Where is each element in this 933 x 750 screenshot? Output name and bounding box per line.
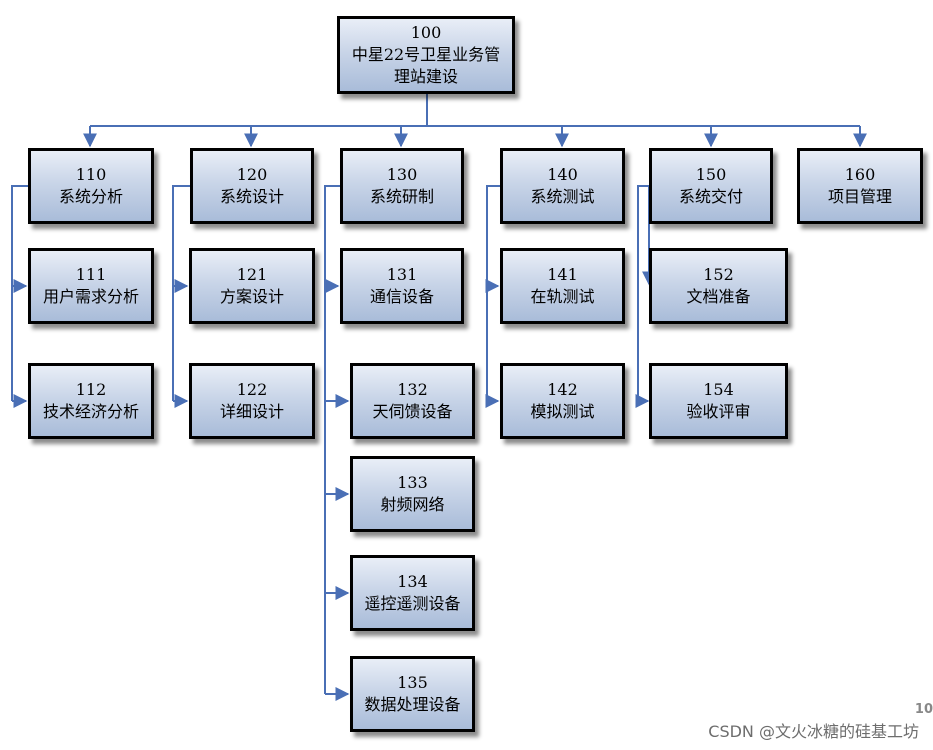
node-121-title: 方案设计	[219, 287, 284, 306]
node-111[interactable]: 111 用户需求分析	[28, 248, 154, 324]
node-141-title: 在轨测试	[530, 287, 595, 306]
node-131[interactable]: 131 通信设备	[340, 248, 464, 324]
node-135[interactable]: 135 数据处理设备	[350, 656, 475, 732]
node-133[interactable]: 133 射频网络	[350, 456, 475, 532]
node-154[interactable]: 154 验收评审	[649, 363, 788, 439]
node-140-code: 140	[547, 165, 578, 184]
node-122[interactable]: 122 详细设计	[189, 363, 315, 439]
node-110-title: 系统分析	[58, 187, 123, 206]
node-100-code: 100	[410, 23, 442, 42]
node-132[interactable]: 132 天伺馈设备	[350, 363, 475, 439]
node-110[interactable]: 110 系统分析	[28, 148, 154, 224]
node-154-code: 154	[703, 380, 734, 399]
node-121[interactable]: 121 方案设计	[189, 248, 315, 324]
node-142-code: 142	[547, 380, 578, 399]
node-160[interactable]: 160 项目管理	[797, 148, 923, 224]
node-152-code: 152	[703, 265, 734, 284]
node-112-code: 112	[75, 380, 107, 399]
node-132-code: 132	[397, 380, 428, 399]
connector-110-spine	[11, 185, 28, 401]
node-142-title: 模拟测试	[530, 402, 595, 421]
node-135-title: 数据处理设备	[364, 695, 461, 714]
page-number: 10	[914, 702, 933, 717]
node-152-title: 文档准备	[686, 287, 751, 306]
connector-140-spine	[486, 185, 500, 401]
node-140[interactable]: 140 系统测试	[500, 148, 625, 224]
node-140-title: 系统测试	[530, 187, 595, 206]
node-130[interactable]: 130 系统研制	[340, 148, 464, 224]
connector-130-spine	[324, 185, 340, 694]
node-120-title: 系统设计	[219, 187, 284, 206]
node-120[interactable]: 120 系统设计	[190, 148, 314, 224]
node-132-title: 天伺馈设备	[372, 402, 453, 421]
node-131-code: 131	[386, 265, 418, 284]
node-134-code: 134	[397, 572, 428, 591]
node-122-code: 122	[236, 380, 268, 399]
node-133-code: 133	[397, 473, 428, 492]
node-111-code: 111	[75, 265, 107, 284]
node-120-code: 120	[236, 165, 268, 184]
connector-150-spine	[637, 185, 649, 401]
node-130-title: 系统研制	[369, 187, 434, 206]
node-150-title: 系统交付	[678, 187, 743, 206]
node-111-title: 用户需求分析	[42, 287, 139, 306]
node-121-code: 121	[236, 265, 268, 284]
node-134-title: 遥控遥测设备	[364, 594, 461, 613]
node-160-title: 项目管理	[827, 187, 892, 206]
node-142[interactable]: 142 模拟测试	[500, 363, 625, 439]
node-133-title: 射频网络	[380, 495, 445, 514]
node-100[interactable]: 100 中星22号卫星业务管理站建设	[337, 16, 515, 94]
node-141[interactable]: 141 在轨测试	[500, 248, 625, 324]
node-130-code: 130	[386, 165, 418, 184]
connector-120-spine	[172, 185, 190, 401]
node-150-code: 150	[695, 165, 727, 184]
node-134[interactable]: 134 遥控遥测设备	[350, 555, 475, 631]
node-141-code: 141	[547, 265, 578, 284]
node-152[interactable]: 152 文档准备	[649, 248, 788, 324]
node-160-code: 160	[844, 165, 876, 184]
node-110-code: 110	[75, 165, 107, 184]
node-122-title: 详细设计	[219, 402, 284, 421]
node-135-code: 135	[397, 673, 428, 692]
node-131-title: 通信设备	[369, 287, 434, 306]
node-154-title: 验收评审	[686, 402, 751, 421]
node-112[interactable]: 112 技术经济分析	[28, 363, 154, 439]
node-112-title: 技术经济分析	[42, 402, 139, 421]
node-100-title: 中星22号卫星业务管理站建设	[351, 45, 501, 86]
watermark: CSDN @文火冰糖的硅基工坊	[708, 722, 919, 741]
node-150[interactable]: 150 系统交付	[649, 148, 773, 224]
